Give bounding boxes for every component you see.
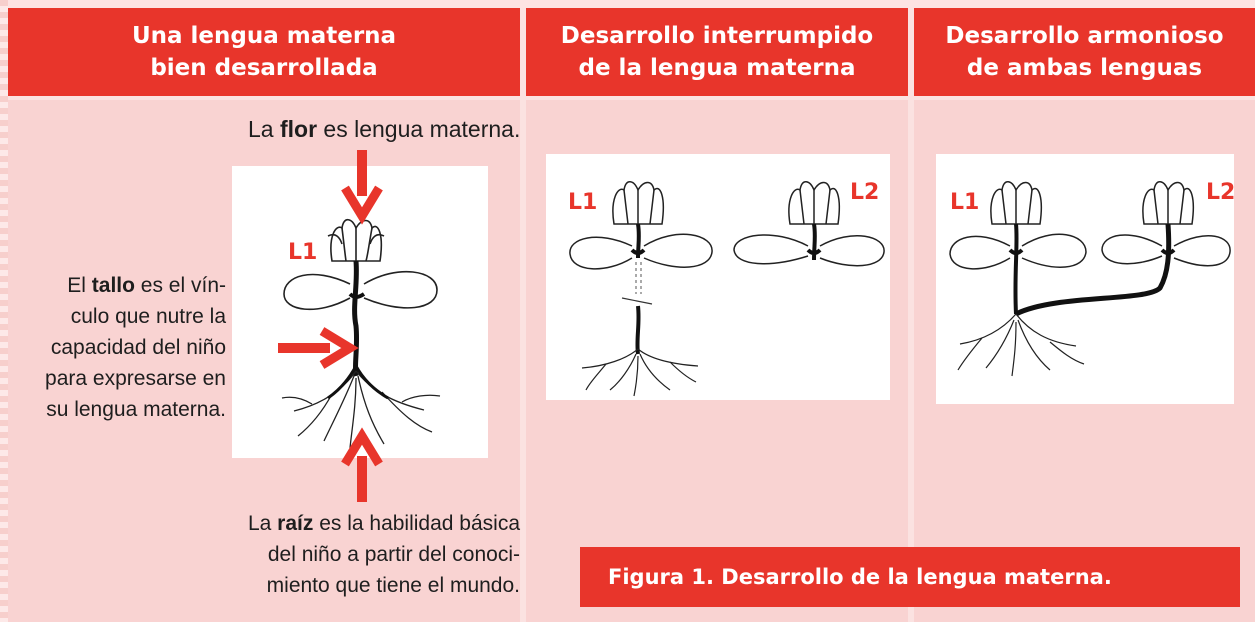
- header-line: de la lengua materna: [578, 55, 856, 81]
- header-line: de ambas lenguas: [966, 55, 1203, 81]
- top-border: [0, 0, 1255, 8]
- header-harmonious-development: Desarrollo armonioso de ambas lenguas: [914, 8, 1255, 96]
- l1-tag-harmonious: L1: [950, 190, 980, 215]
- figure-caption: Figura 1. Desarrollo de la lengua matern…: [580, 547, 1240, 607]
- l2-tag-harmonious: L2: [1206, 180, 1236, 205]
- left-decorative-border: [0, 0, 8, 622]
- l2-tag-interrupted: L2: [850, 180, 880, 205]
- root-caption: La raíz es la habilidad básica del niño …: [247, 512, 520, 597]
- header-mother-tongue-developed: Una lengua materna bien desarrollada: [8, 8, 520, 96]
- flower-caption: La flor es lengua materna.: [248, 116, 521, 142]
- plant-frame-harmonious: [936, 154, 1234, 404]
- header-interrupted-development: Desarrollo interrumpido de la lengua mat…: [526, 8, 908, 96]
- plant-illustration-harmonious: [949, 181, 1231, 377]
- plant-frame-interrupted: [546, 154, 890, 400]
- header-line: bien desarrollada: [150, 55, 378, 81]
- header-line: Desarrollo armonioso: [945, 23, 1224, 49]
- l1-tag-interrupted: L1: [568, 190, 598, 215]
- up-arrow-icon: [341, 427, 383, 502]
- l1-tag-main: L1: [288, 240, 318, 265]
- stem-caption: El tallo es el vín- culo que nutre la ca…: [45, 274, 226, 421]
- plant-illustration-interrupted: [569, 181, 885, 397]
- plant-illustration-main: [281, 218, 441, 449]
- down-arrow-icon: [341, 150, 383, 225]
- header-line: Una lengua materna: [131, 23, 397, 49]
- header-line: Desarrollo interrumpido: [560, 23, 874, 49]
- right-arrow-icon: [278, 327, 359, 369]
